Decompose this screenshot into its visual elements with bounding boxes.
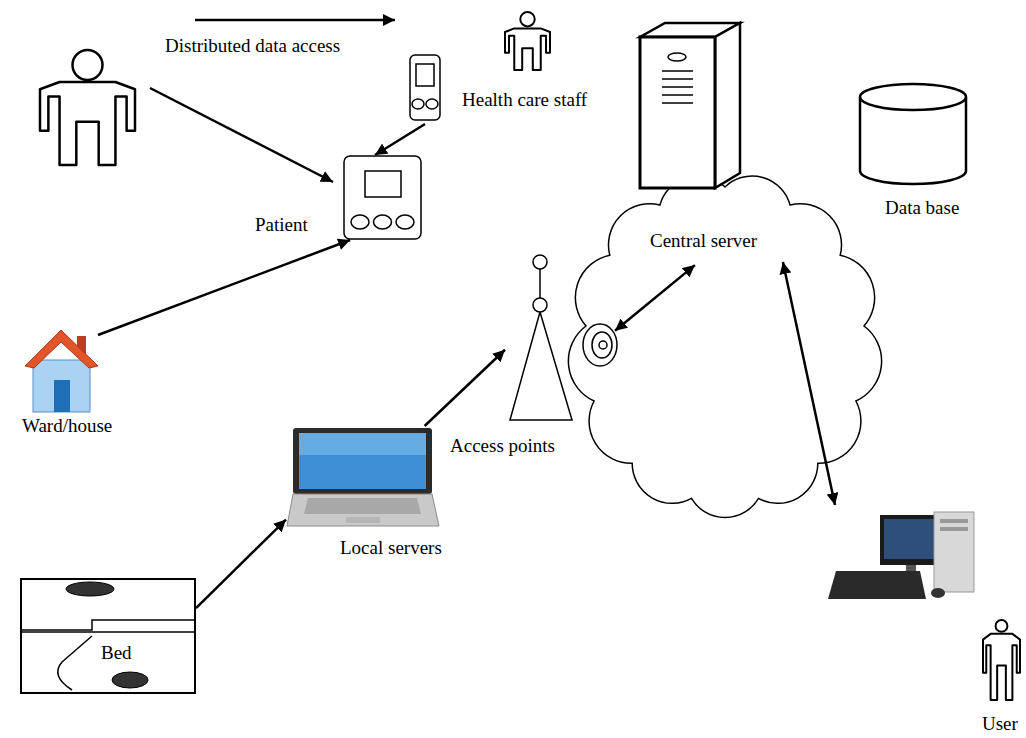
access-point-antenna: Access points [505,250,615,422]
connector-arrow [425,350,505,426]
laptop-icon: Local servers [286,426,440,530]
bed-frame: Bed [20,578,196,694]
connector-arrow [98,240,350,335]
node-label: Ward/house [22,416,112,437]
connector-arrow [783,262,835,505]
database-cylinder-graphic [858,83,968,187]
user-workstation: User [828,505,1022,703]
node-label: Central server [650,231,757,252]
database-cylinder: Data base [858,83,968,187]
node-label: Access points [450,436,555,457]
connector-arrow [375,124,425,155]
laptop-icon-graphic [286,426,440,530]
patient-figure [40,50,135,165]
sensor-arrow [150,88,333,182]
connector-arrow [615,265,695,331]
user-workstation-graphic [828,505,1022,703]
annotation-label: Distributed data access [165,36,340,57]
node-label: Local servers [340,538,442,559]
connector-arrow [196,520,286,609]
node-label: Patient [255,215,308,236]
staff-device: Health care staff [405,8,633,124]
house-icon: Ward/house [25,330,98,414]
patient-monitor: Patient [343,155,422,240]
node-label: User [982,714,1018,735]
node-label: Bed [101,643,132,664]
patient-monitor-graphic [343,155,422,240]
house-icon-graphic [25,330,98,414]
access-arrow [195,19,395,22]
access-point-antenna-graphic [505,250,615,422]
node-label: Data base [885,198,959,219]
bed-frame-graphic [22,580,198,696]
node-label: Health care staff [462,90,587,111]
